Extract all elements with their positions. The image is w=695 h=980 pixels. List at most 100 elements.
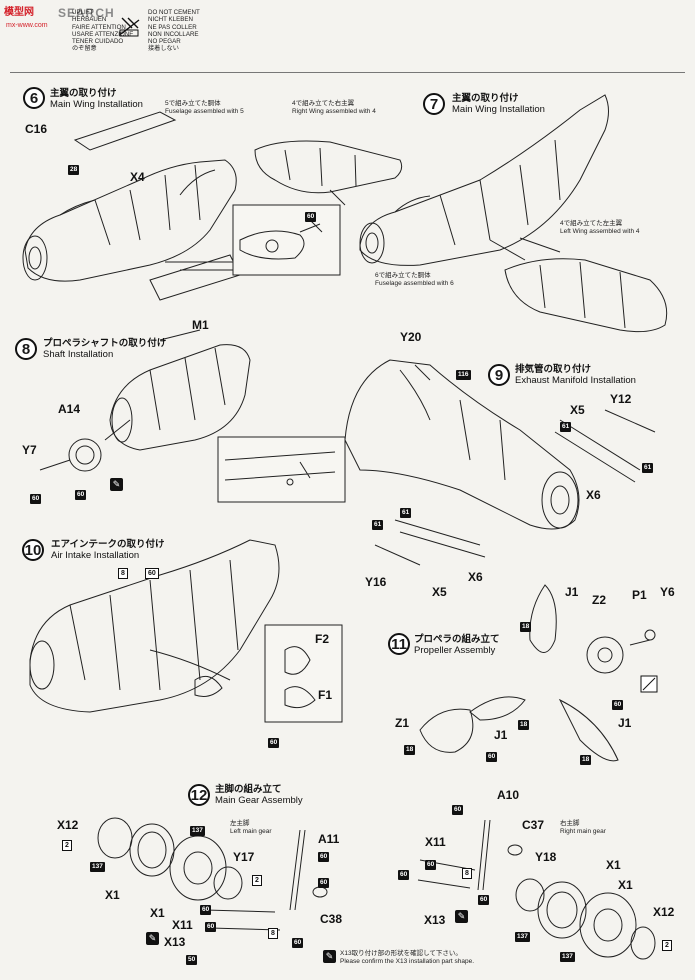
part-y16: Y16 [365,575,387,589]
runner-60: 60 [612,700,624,710]
glue-icon: ✎ [146,932,159,945]
runner-18: 18 [520,622,532,632]
step8-shaft-drawing [39,329,251,472]
runner-2: 2 [662,940,672,951]
part-c37: C37 [522,818,545,832]
part-x5: X5 [570,403,585,417]
watermark-text: SEARCH [58,6,115,20]
runner-60: 60 [205,922,217,932]
no-glue-icon [119,17,140,37]
step6-fuselage-drawing [22,111,285,301]
runner-61: 61 [642,463,654,473]
runner-18: 18 [580,755,592,765]
runner-60: 60 [318,878,330,888]
runner-60: 60 [318,852,330,862]
runner-60: 60 [425,860,437,870]
part-x4: X4 [130,170,145,184]
site-logo: 模型网 [4,7,34,18]
part-z1: Z1 [395,716,410,730]
step-8-number: 8 [15,338,37,360]
runner-18: 18 [404,745,416,755]
runner-60: 60 [478,895,490,905]
runner-60: 60 [486,752,498,762]
part-y12: Y12 [610,392,632,406]
part-y7: Y7 [22,443,37,457]
no-glue-icon [640,675,658,693]
glue-icon: ✎ [455,910,468,923]
part-j1: J1 [618,716,632,730]
part-a10: A10 [497,788,520,802]
part-x6: X6 [468,570,483,584]
part-y20: Y20 [400,330,422,344]
part-x1: X1 [618,878,633,892]
part-p1: P1 [632,588,647,602]
part-f2: F2 [315,632,330,646]
step-11-number: 11 [388,633,410,655]
part-c38: C38 [320,912,343,926]
part-a11: A11 [318,832,340,846]
part-x11: X11 [172,918,193,932]
runner-2: 2 [62,840,72,851]
runner-137: 137 [560,952,575,962]
step-12-number: 12 [188,784,210,806]
part-m1: M1 [192,318,209,332]
note-x13-confirm: X13取り付け部の形状を確認して下さい。Please confirm the X… [340,950,475,965]
runner-60: 60 [268,738,280,748]
part-y17: Y17 [233,850,255,864]
step12-gear-drawing [97,817,656,960]
runner-61: 61 [400,508,412,518]
part-x13: X13 [164,935,186,949]
step11-propeller-drawing [419,584,656,762]
part-x11: X11 [425,835,446,849]
part-x13: X13 [424,913,446,927]
runner-60: 60 [75,490,87,500]
runner-8: 8 [462,868,472,879]
site-url: mx-www.com [6,22,48,29]
runner-8: 8 [118,568,128,579]
runner-18: 18 [518,720,530,730]
part-x12: X12 [57,818,79,832]
step-9-number: 9 [488,364,510,386]
part-x5: X5 [432,585,447,599]
part-j1: J1 [565,585,579,599]
part-z2: Z2 [592,593,607,607]
part-f1: F1 [318,688,333,702]
runner-61: 61 [560,422,572,432]
part-j1: J1 [494,728,508,742]
runner-116: 116 [456,370,471,380]
step-6-number: 6 [23,87,45,109]
runner-60: 60 [30,494,42,504]
part-y18: Y18 [535,850,557,864]
runner-137: 137 [90,862,105,872]
runner-60: 60 [305,212,317,222]
left-wing-drawing [504,258,668,333]
runner-60: 60 [398,870,410,880]
glue-icon: ✎ [323,950,336,963]
runner-137: 137 [515,932,530,942]
part-x12: X12 [653,905,675,919]
right-wing-drawing [254,140,403,194]
runner-2: 2 [252,875,262,886]
runner-60: 60 [145,568,159,579]
part-x6: X6 [586,488,601,502]
legend-attach: UPLIFT HERBAUEN FAIRE ATTENTION USARE AT… [72,9,134,53]
runner-50: 50 [186,955,198,965]
runner-28: 28 [68,165,80,175]
part-x1: X1 [105,888,120,902]
part-x1: X1 [606,858,621,872]
part-c16: C16 [25,122,48,136]
step9-exhaust-drawing [344,359,656,566]
runner-60: 60 [292,938,304,948]
step10-intake-drawing [29,539,280,713]
glue-icon: ✎ [110,478,123,491]
